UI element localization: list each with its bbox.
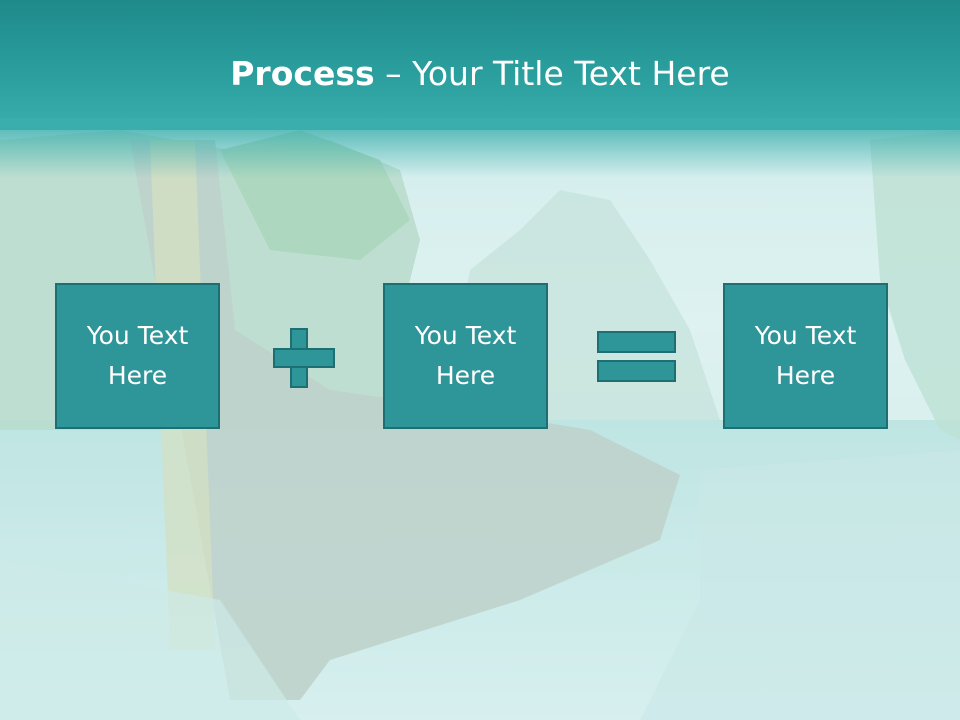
slide-title-bold: Process: [230, 54, 375, 93]
slide-title-rest: – Your Title Text Here: [374, 54, 730, 93]
process-box-3-text: You Text Here: [754, 321, 857, 390]
title-bar: [0, 0, 960, 130]
process-box-3[interactable]: You Text Here: [723, 283, 888, 429]
slide-title[interactable]: Process – Your Title Text Here: [0, 52, 960, 96]
process-box-2-text: You Text Here: [414, 321, 517, 390]
process-box-2[interactable]: You Text Here: [383, 283, 548, 429]
title-bar-fade: [0, 118, 960, 178]
process-box-1-text: You Text Here: [86, 321, 189, 390]
process-box-1[interactable]: You Text Here: [55, 283, 220, 429]
